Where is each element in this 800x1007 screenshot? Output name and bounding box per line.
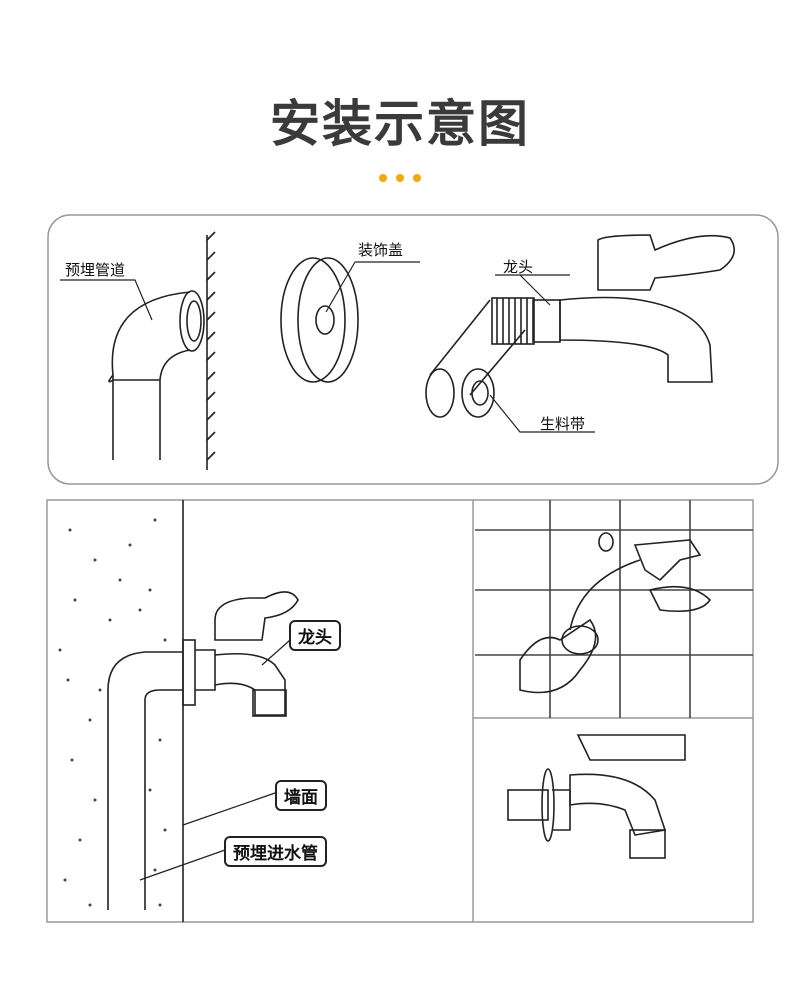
label-faucet-bottom: 龙头 [289, 620, 341, 651]
label-embedded-pipe: 预埋管道 [65, 261, 126, 279]
label-faucet-top: 龙头 [503, 258, 534, 276]
dot [379, 174, 387, 182]
hand-wrapping-tape-drawing [475, 500, 753, 718]
label-ptfe-tape: 生料带 [540, 415, 586, 433]
top-panel-frame [47, 214, 779, 485]
title-dots-decoration [379, 174, 421, 182]
page-title: 安装示意图 [270, 95, 530, 153]
bottom-panel-frame [46, 499, 754, 923]
dot [396, 174, 404, 182]
dot [413, 174, 421, 182]
leader-lines-top [60, 261, 595, 433]
leader-lines-bottom [139, 639, 291, 881]
label-inlet-pipe: 预埋进水管 [224, 836, 327, 867]
decorative-cover-drawing [280, 257, 359, 383]
label-decorative-cover: 装饰盖 [358, 241, 404, 259]
embedded-pipe-drawing [108, 231, 216, 470]
faucet-with-tape-drawing [425, 234, 736, 418]
installed-faucet-drawing [507, 734, 686, 859]
wall-section-drawing [58, 500, 299, 922]
label-wall: 墙面 [275, 780, 327, 811]
